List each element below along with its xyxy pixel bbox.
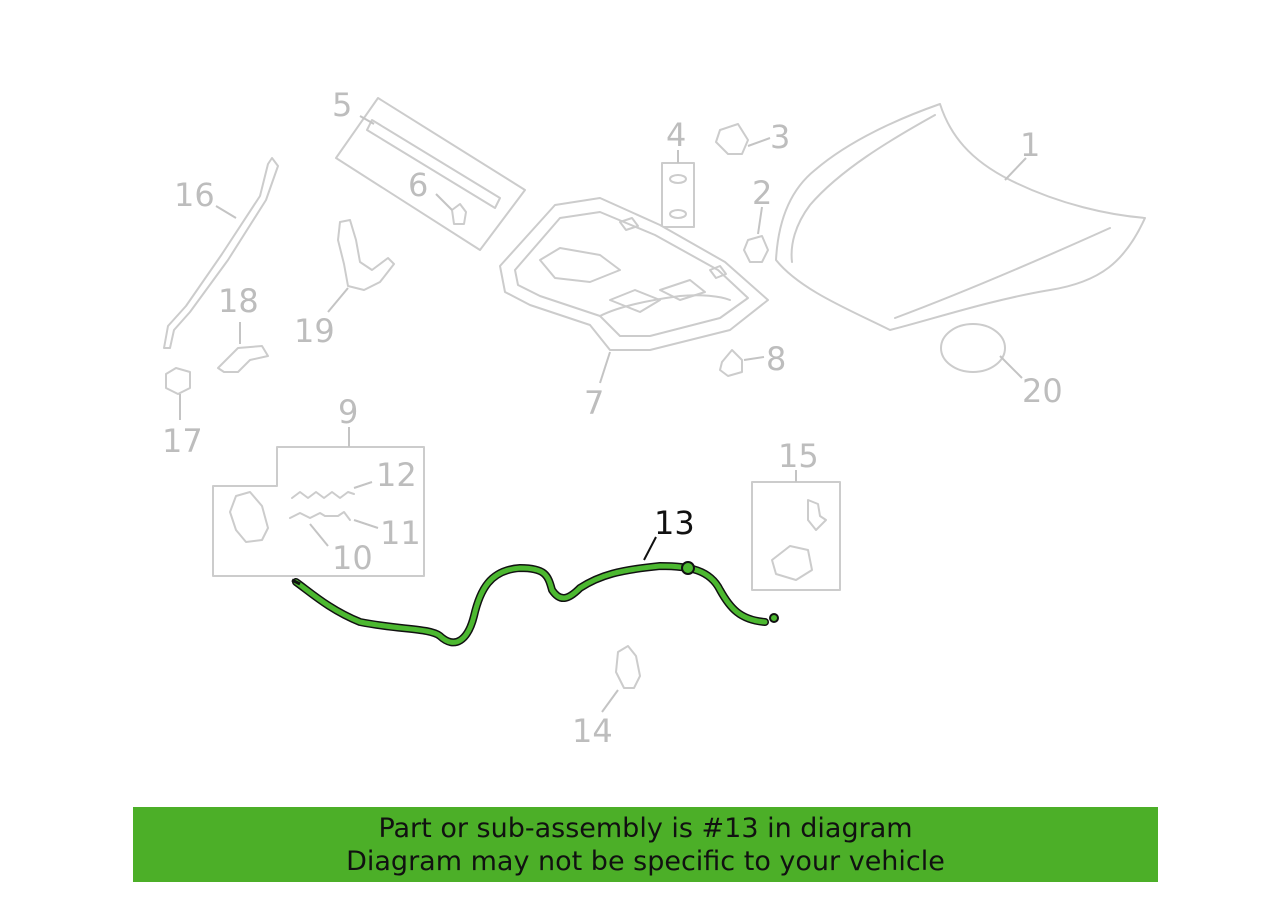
part-hinge-19[interactable]: [337, 219, 395, 291]
part-latch-14[interactable]: [615, 645, 641, 689]
callout-19: 19: [294, 312, 335, 350]
leader-8: [743, 356, 765, 361]
leader-6: [435, 193, 453, 211]
cable-end-hook: [291, 578, 301, 586]
callout-12: 12: [376, 456, 417, 494]
callout-14: 14: [572, 712, 613, 750]
part-cable-end-11[interactable]: [324, 511, 351, 521]
cable-grommet: [681, 561, 695, 575]
callout-11: 11: [380, 514, 421, 552]
callout-13: 13: [654, 504, 695, 542]
part-cable-end-10[interactable]: [289, 512, 326, 519]
leader-10: [309, 523, 329, 547]
callout-5: 5: [332, 86, 352, 124]
part-rod-holder-18[interactable]: [217, 345, 269, 373]
part-ring-20[interactable]: [940, 323, 1006, 373]
leader-16: [215, 205, 237, 219]
banner-line-1: Part or sub-assembly is #13 in diagram: [378, 813, 913, 844]
leader-2: [757, 206, 763, 235]
callout-3: 3: [770, 118, 790, 156]
callout-8: 8: [766, 340, 786, 378]
callout-9: 9: [338, 393, 358, 431]
callout-6: 6: [408, 166, 428, 204]
part-seal-5[interactable]: [335, 97, 526, 251]
callout-1: 1: [1020, 126, 1040, 164]
leader-14: [601, 689, 619, 713]
leader-20: [999, 355, 1023, 379]
leader-1: [1004, 157, 1027, 181]
leader-5: [359, 115, 375, 125]
callout-17: 17: [162, 422, 203, 460]
part-pad-4[interactable]: [661, 162, 695, 228]
leader-12: [353, 481, 373, 489]
callout-7: 7: [584, 384, 604, 422]
leader-7: [599, 351, 611, 384]
part-hood[interactable]: [775, 103, 1146, 331]
part-clip-8[interactable]: [719, 349, 743, 377]
leader-3: [747, 137, 771, 147]
callout-18: 18: [218, 282, 259, 320]
callout-4: 4: [666, 116, 686, 154]
callout-2: 2: [752, 174, 772, 212]
part-insulator-7[interactable]: [499, 197, 769, 351]
part-spring-12[interactable]: [291, 491, 355, 499]
part-release-handle-15[interactable]: [751, 481, 841, 591]
cable-end-ball: [769, 613, 779, 623]
part-lock-assembly-9[interactable]: [212, 446, 425, 577]
part-prop-rod-16[interactable]: [163, 157, 279, 349]
callout-20: 20: [1022, 372, 1063, 410]
leader-19: [327, 287, 349, 313]
part-retainer-6[interactable]: [451, 203, 467, 225]
part-clip-2[interactable]: [743, 235, 769, 263]
info-banner: Part or sub-assembly is #13 in diagram D…: [133, 807, 1158, 882]
part-grommet-17[interactable]: [165, 367, 191, 395]
leader-11: [353, 519, 379, 529]
callout-16: 16: [174, 176, 215, 214]
part-release-cable-13[interactable]: [291, 561, 779, 647]
part-bumper-3[interactable]: [715, 123, 749, 155]
leader-13: [643, 536, 657, 561]
banner-line-2: Diagram may not be specific to your vehi…: [346, 846, 945, 877]
callout-10: 10: [332, 539, 373, 577]
callout-15: 15: [778, 437, 819, 475]
